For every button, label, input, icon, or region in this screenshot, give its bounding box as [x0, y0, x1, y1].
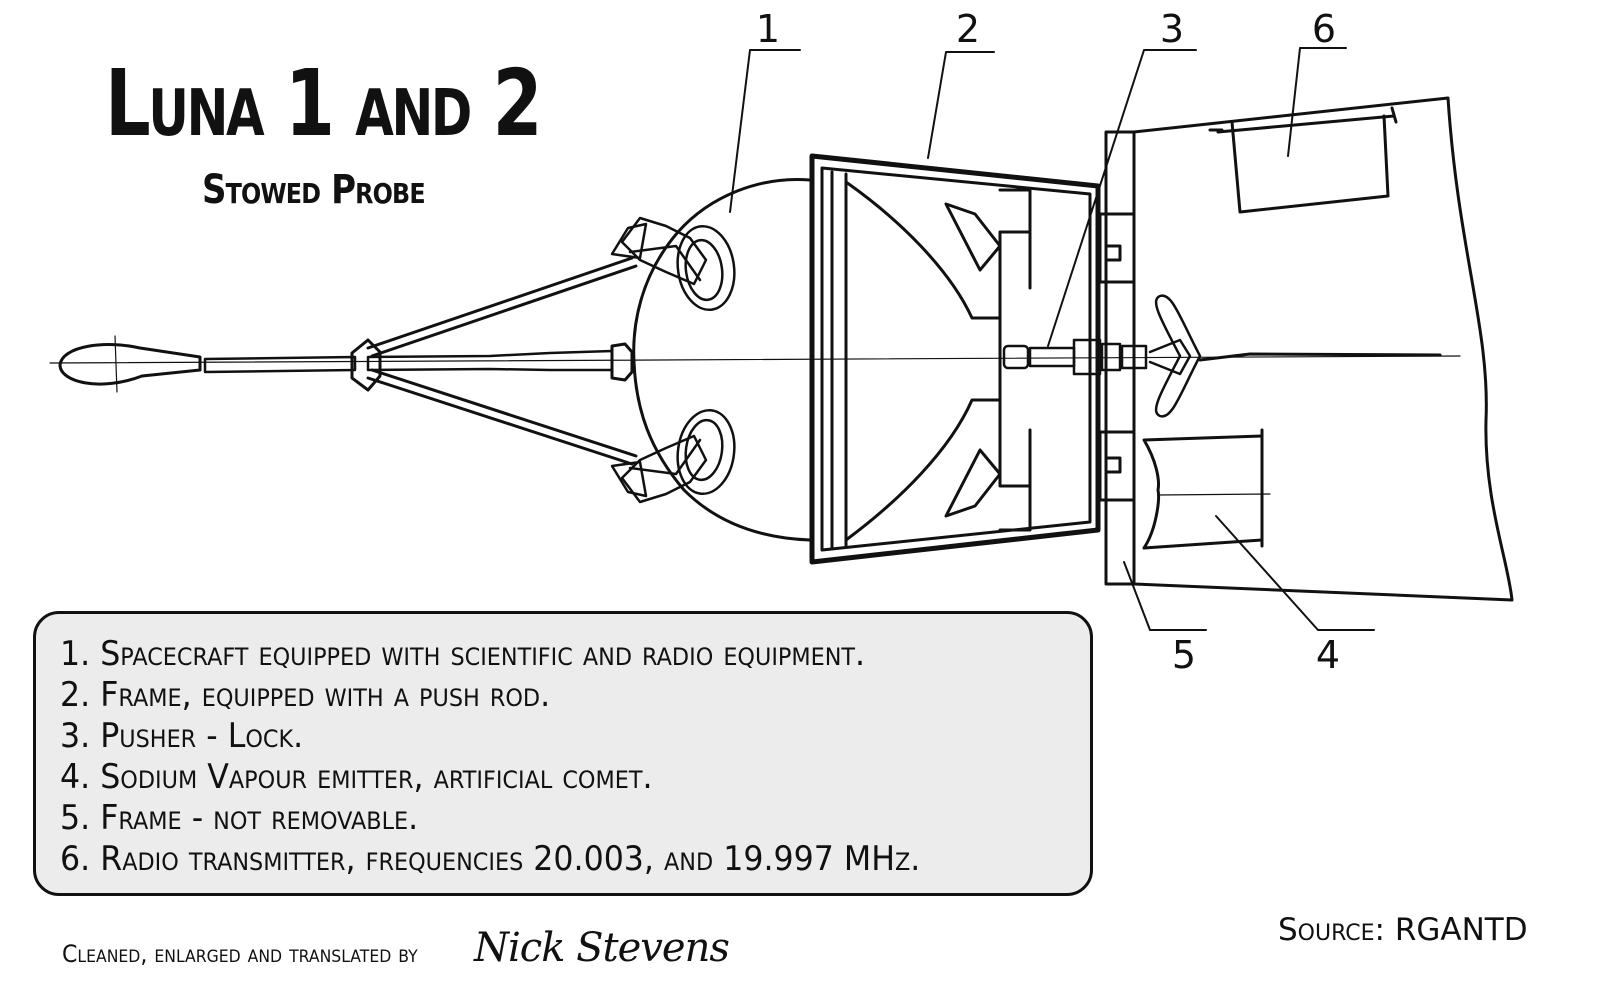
sodium-vapour-emitter: [1142, 428, 1271, 550]
legend-item-1: 1. Spacecraft equipped with scientific a…: [60, 634, 866, 674]
legend-item-2: 2. Frame, equipped with a push rod.: [60, 675, 551, 715]
credit-text: Cleaned, enlarged and translated by: [62, 940, 418, 968]
antenna-boom: [203, 355, 357, 374]
frame-5: [1098, 130, 1136, 586]
antenna-tip: [58, 343, 202, 386]
legend-item-3: 3. Pusher - Lock.: [60, 716, 304, 756]
rear-antenna: [1198, 352, 1442, 362]
legend-item-5: 5. Frame - not removable.: [60, 798, 419, 838]
callout-1: 1: [755, 7, 781, 51]
callout-6: 6: [1311, 7, 1337, 51]
spacecraft-sphere: [632, 177, 812, 542]
leader-lines: [729, 47, 1375, 631]
callout-2: 2: [955, 7, 981, 51]
legend-box: 1. Spacecraft equipped with scientific a…: [33, 611, 1093, 896]
legend-item-4: 4. Sodium Vapour emitter, artificial com…: [60, 757, 653, 797]
frame-2: [809, 153, 1101, 565]
callout-3: 3: [1159, 7, 1185, 51]
radio-transmitter-housing: [1132, 96, 1514, 602]
author-signature: Nick Stevens: [474, 925, 730, 971]
boom-collar: [350, 338, 382, 392]
legend-item-6: 6. Radio transmitter, frequencies 20.003…: [60, 839, 921, 879]
pusher-lock: [1002, 294, 1202, 418]
page-title: Luna 1 and 2: [105, 50, 543, 157]
antenna-mount-bottom: [610, 408, 736, 504]
support-struts: [366, 256, 638, 466]
source-label: Source: RGANTD: [1278, 912, 1528, 948]
callout-5: 5: [1171, 633, 1197, 677]
antenna-mount-top: [610, 216, 736, 312]
callout-4: 4: [1315, 633, 1341, 677]
page-subtitle: Stowed Probe: [202, 167, 426, 213]
